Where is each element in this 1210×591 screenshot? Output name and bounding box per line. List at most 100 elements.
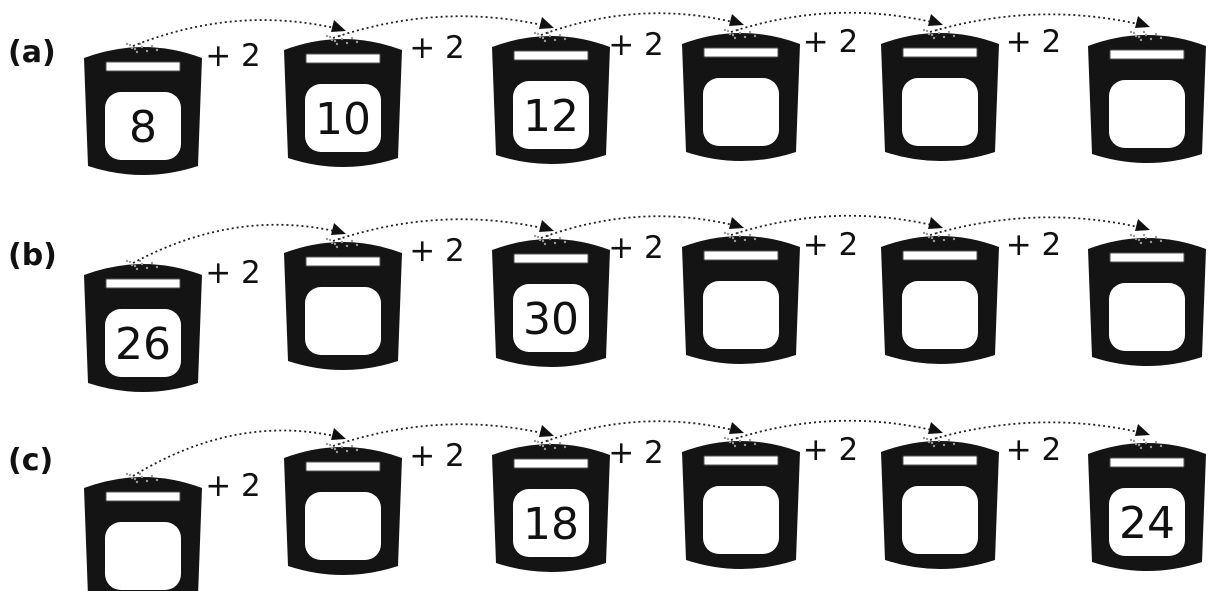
lid-texture (1140, 39, 1142, 41)
lid-texture (351, 37, 353, 39)
money-box: 12 (492, 32, 610, 164)
lid-texture (542, 37, 544, 39)
number-box (703, 486, 779, 554)
lid-texture (549, 238, 551, 240)
lid-texture (334, 40, 336, 42)
step-label: + 2 (409, 233, 465, 269)
money-box: 30 (492, 235, 610, 367)
step-label: + 2 (608, 435, 664, 471)
lid-texture (1150, 38, 1152, 40)
lid-texture (1143, 439, 1145, 441)
box-number: 24 (1119, 498, 1175, 549)
lid-texture (537, 33, 539, 35)
lid-texture (1155, 441, 1157, 443)
step-label: + 2 (409, 438, 465, 474)
lid-texture (729, 236, 731, 238)
box-number: 10 (315, 94, 371, 145)
lid-texture (1155, 236, 1157, 238)
sequence-row-a: (a)81012+ 2+ 2+ 2+ 2+ 2 (8, 13, 1206, 175)
lid-texture (1140, 242, 1142, 244)
money-box: 26 (84, 260, 202, 392)
lid-texture (564, 38, 566, 40)
lid-texture (146, 50, 148, 52)
arrowhead-icon (539, 425, 554, 437)
money-box (682, 437, 800, 569)
arrowhead-icon (1135, 219, 1150, 231)
lid-texture (554, 447, 556, 449)
coin-slot (704, 251, 778, 260)
lid-texture (559, 237, 561, 239)
lid-texture (326, 35, 328, 37)
arrowhead-icon (539, 220, 554, 232)
lid-texture (724, 437, 726, 439)
lid-texture (356, 41, 358, 43)
lid-texture (554, 39, 556, 41)
lid-texture (948, 31, 950, 33)
lid-texture (931, 237, 933, 239)
lid-texture (1133, 32, 1135, 34)
lid-texture (329, 239, 331, 241)
row-label: (c) (8, 443, 53, 478)
step-label: + 2 (803, 227, 859, 263)
arrowhead-icon (729, 422, 744, 434)
lid-texture (331, 447, 333, 449)
lid-texture (739, 235, 741, 237)
lid-texture (564, 446, 566, 448)
lid-texture (336, 246, 338, 248)
sequence-row-b: (b)2630+ 2+ 2+ 2+ 2+ 2 (8, 216, 1206, 392)
number-box (1109, 80, 1185, 148)
lid-texture (928, 33, 930, 35)
lid-texture (1150, 241, 1152, 243)
lid-texture (1138, 36, 1140, 38)
lid-texture (326, 238, 328, 240)
lid-texture (734, 445, 736, 447)
lid-texture (1135, 443, 1137, 445)
lid-texture (131, 264, 133, 266)
lid-texture (537, 236, 539, 238)
money-box (881, 232, 999, 364)
number-box (703, 78, 779, 146)
step-label: + 2 (205, 38, 261, 74)
row-label: (b) (8, 238, 57, 273)
number-box (1109, 283, 1185, 351)
lid-texture (1130, 234, 1132, 236)
lid-texture (564, 241, 566, 243)
step-label: + 2 (803, 24, 859, 60)
sequence-row-c: (c)1824+ 2+ 2+ 2+ 2+ 2 (8, 421, 1206, 591)
lid-texture (744, 444, 746, 446)
coin-slot (704, 456, 778, 465)
money-box (881, 29, 999, 161)
lid-texture (938, 32, 940, 34)
money-box (284, 443, 402, 575)
lid-texture (129, 44, 131, 46)
lid-texture (156, 49, 158, 51)
number-box (305, 492, 381, 560)
lid-texture (151, 475, 153, 477)
lid-texture (329, 444, 331, 446)
lid-texture (1160, 37, 1162, 39)
lid-texture (146, 480, 148, 482)
lid-texture (544, 243, 546, 245)
coin-slot (106, 62, 180, 71)
lid-texture (1138, 444, 1140, 446)
lid-texture (126, 43, 128, 45)
lid-texture (534, 32, 536, 34)
lid-texture (1150, 446, 1152, 448)
number-box (105, 522, 181, 590)
lid-texture (1145, 34, 1147, 36)
lid-texture (953, 238, 955, 240)
lid-texture (943, 239, 945, 241)
box-number: 30 (523, 294, 579, 345)
arrowhead-icon (729, 14, 744, 26)
row-label: (a) (8, 35, 56, 70)
lid-texture (341, 38, 343, 40)
lid-texture (943, 36, 945, 38)
lid-texture (1133, 235, 1135, 237)
lid-texture (1160, 240, 1162, 242)
lid-texture (534, 440, 536, 442)
lid-texture (331, 242, 333, 244)
lid-texture (331, 39, 333, 41)
step-label: + 2 (1006, 24, 1062, 60)
lid-texture (534, 235, 536, 237)
arrowhead-icon (331, 20, 346, 32)
